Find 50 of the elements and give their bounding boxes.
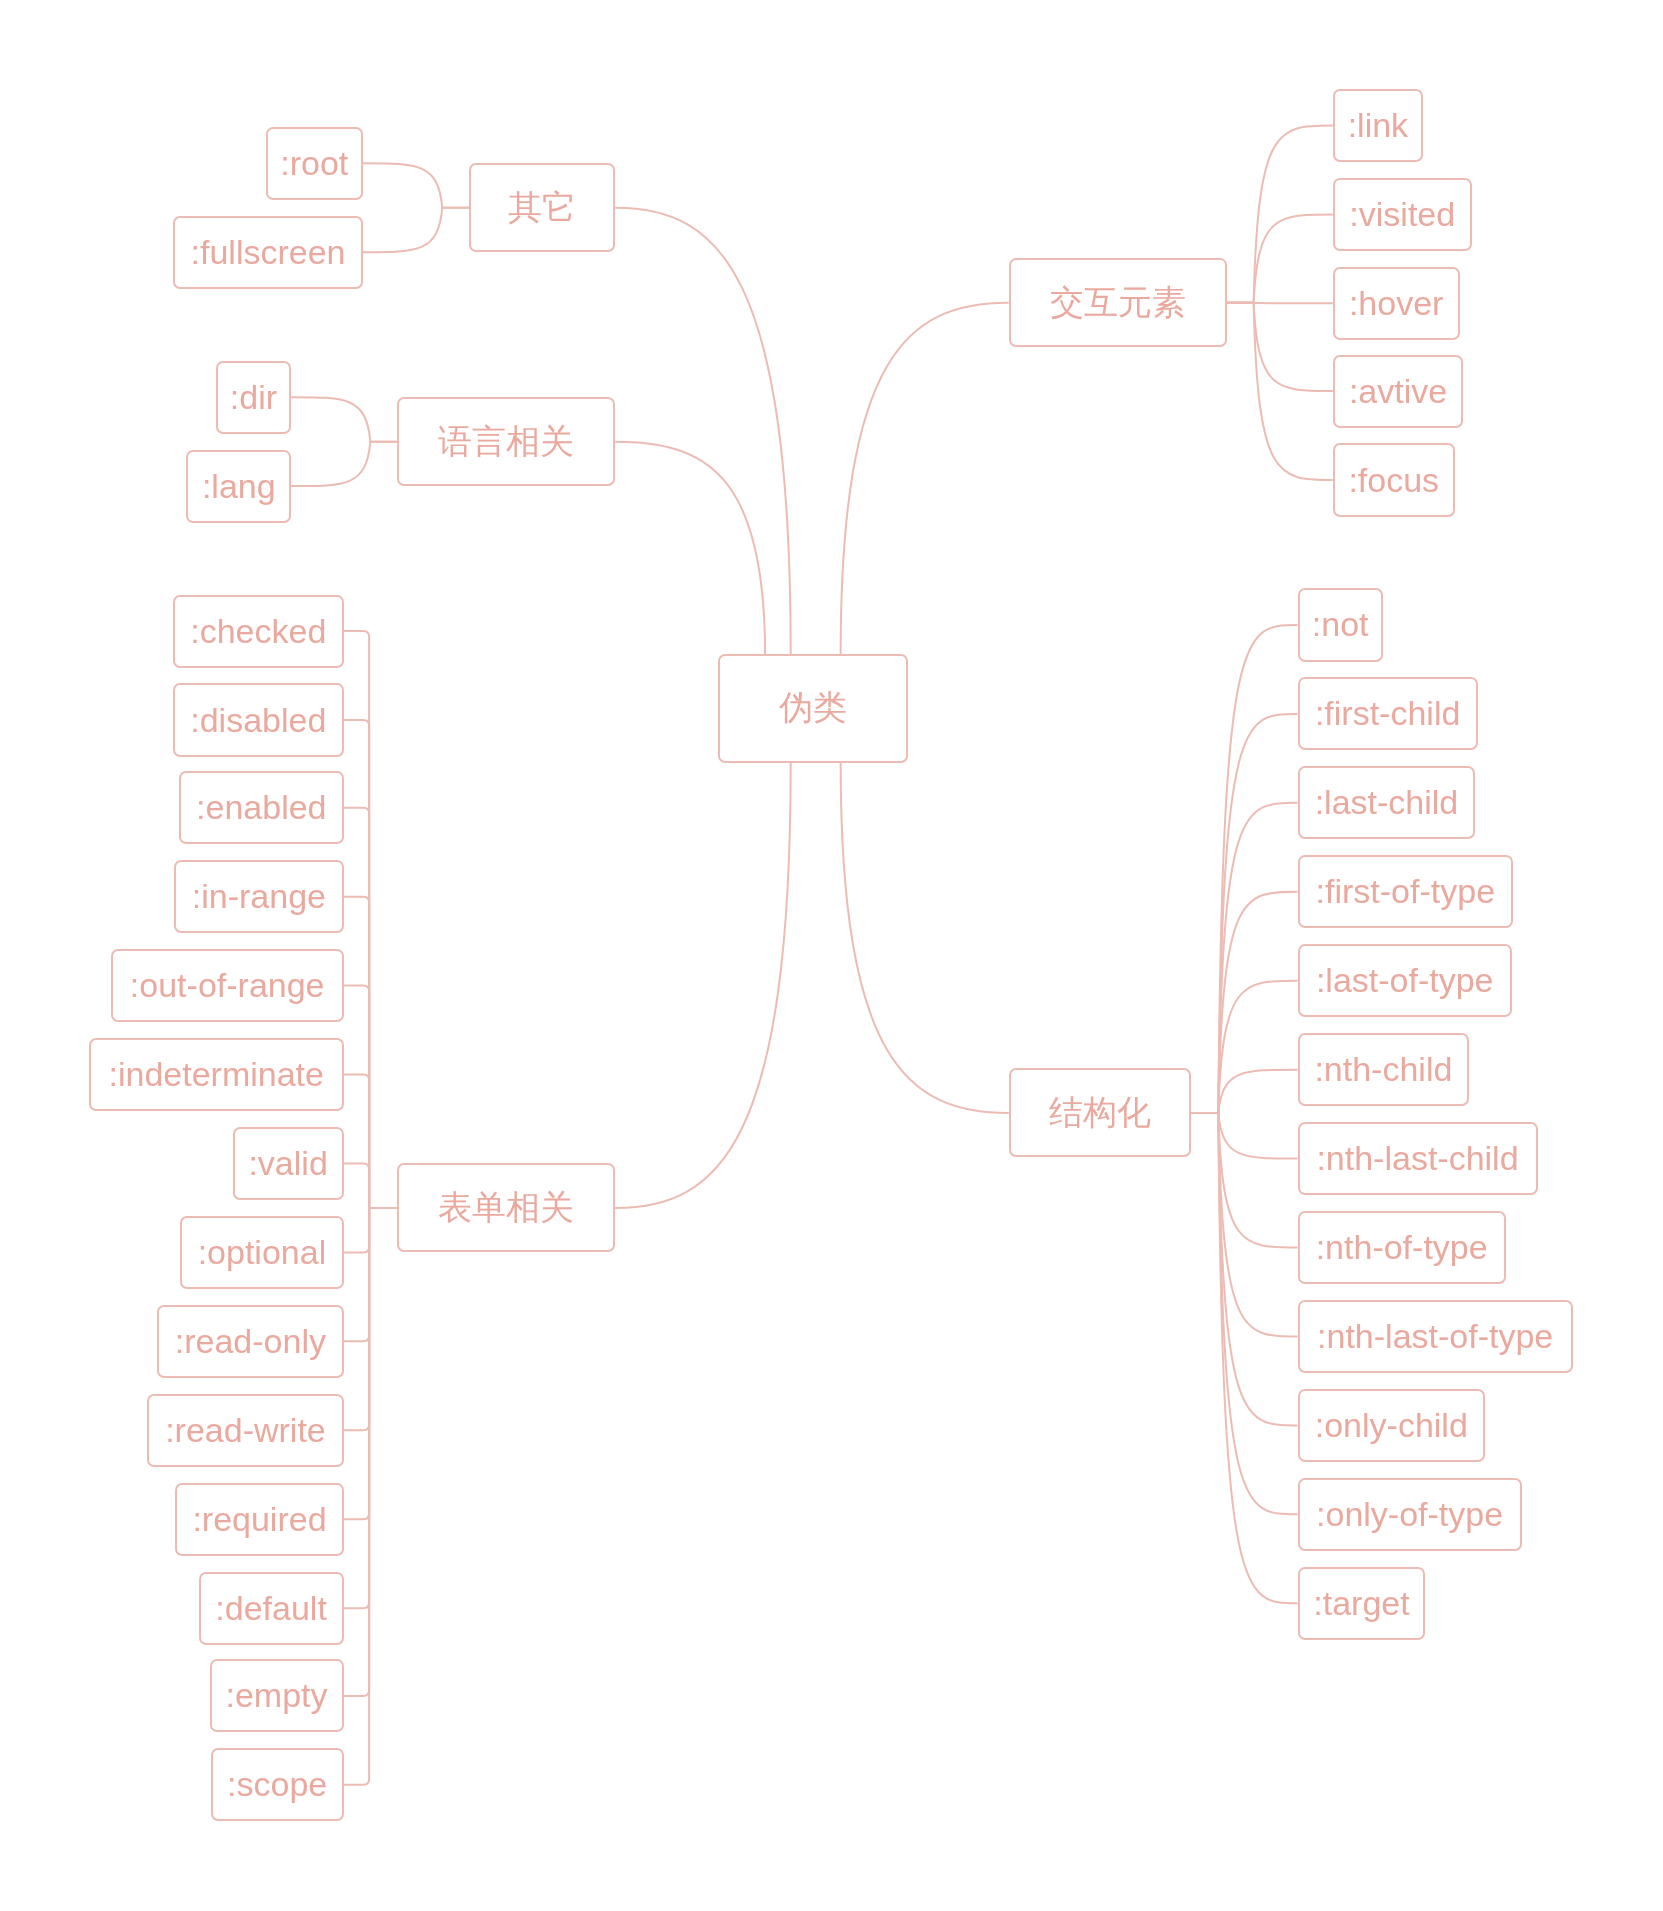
leaf-topic-box: :fullscreen	[173, 215, 364, 289]
connector-line	[614, 761, 792, 1209]
connector-line	[362, 206, 471, 254]
leaf-topic-box: :dir	[215, 360, 292, 434]
connector-line	[614, 440, 767, 656]
leaf-topic-box: :nth-of-type	[1297, 1211, 1506, 1285]
leaf-topic-box: :target	[1297, 1566, 1426, 1640]
leaf-topic-box: :enabled	[179, 771, 344, 845]
central-topic-box: 伪类	[717, 654, 908, 763]
connector-line	[839, 301, 1010, 656]
leaf-topic-box: :focus	[1332, 443, 1455, 517]
leaf-topic-box: :nth-last-of-type	[1297, 1299, 1573, 1374]
branch-topic-box: 表单相关	[397, 1163, 616, 1253]
leaf-topic-box: :nth-child	[1297, 1033, 1470, 1107]
connector-line	[839, 761, 1010, 1114]
leaf-topic-box: :avtive	[1332, 354, 1464, 428]
leaf-topic-box: :indeterminate	[88, 1038, 344, 1112]
leaf-topic-box: :last-child	[1297, 766, 1476, 840]
leaf-topic-box: :out-of-range	[110, 949, 344, 1023]
branch-topic-box: 其它	[469, 163, 616, 253]
leaf-topic-box: :root	[265, 126, 364, 200]
leaf-topic-box: :visited	[1332, 177, 1472, 251]
leaf-topic-box: :scope	[210, 1748, 344, 1822]
leaf-topic-box: :empty	[209, 1659, 344, 1733]
connector-line	[1190, 1111, 1299, 1605]
leaf-topic-box: :required	[175, 1482, 344, 1556]
leaf-topic-box: :in-range	[174, 860, 344, 934]
leaf-topic-box: :lang	[186, 449, 292, 523]
leaf-topic-box: :link	[1332, 88, 1423, 162]
branch-topic-box: 交互元素	[1008, 258, 1227, 348]
leaf-topic-box: :only-of-type	[1297, 1477, 1522, 1551]
leaf-topic-box: :first-child	[1297, 677, 1478, 751]
leaf-topic-box: :only-child	[1297, 1388, 1486, 1462]
leaf-topic-box: :disabled	[173, 683, 344, 757]
branch-topic-box: 结构化	[1008, 1068, 1192, 1158]
connector-line	[614, 206, 792, 656]
connector-line	[290, 440, 399, 488]
leaf-topic-box: :read-write	[147, 1393, 344, 1467]
leaf-topic-box: :first-of-type	[1297, 855, 1514, 929]
leaf-topic-box: :not	[1297, 588, 1383, 662]
leaf-topic-box: :read-only	[157, 1304, 344, 1378]
leaf-topic-box: :optional	[180, 1215, 344, 1289]
branch-topic-box: 语言相关	[397, 397, 616, 487]
leaf-topic-box: :hover	[1332, 266, 1460, 340]
connector-line	[1225, 301, 1334, 481]
leaf-topic-box: :last-of-type	[1297, 944, 1512, 1018]
leaf-topic-box: :checked	[173, 594, 344, 668]
leaf-topic-box: :nth-last-child	[1297, 1122, 1538, 1196]
leaf-topic-box: :valid	[232, 1126, 344, 1201]
leaf-topic-box: :default	[198, 1571, 344, 1645]
